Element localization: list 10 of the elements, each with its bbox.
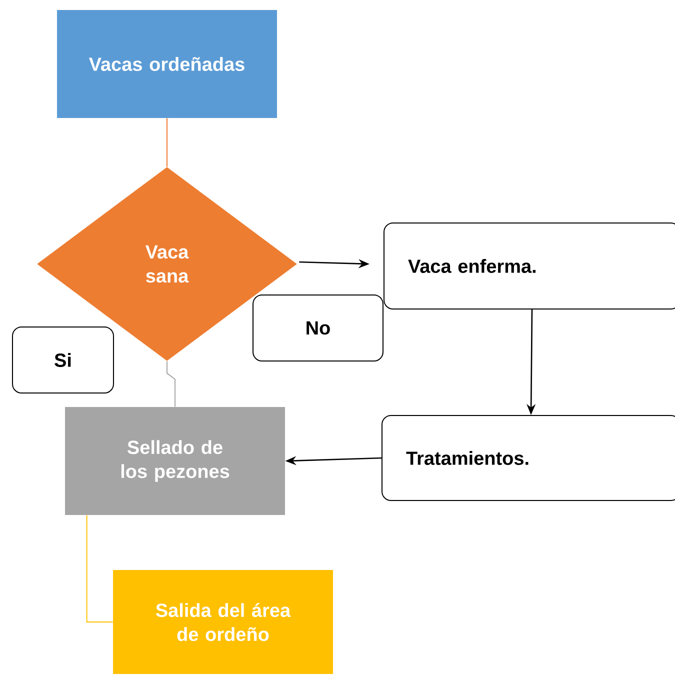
process-box: Vaca enferma. [384,222,675,310]
process-box: Sellado de los pezones [65,407,285,515]
process-box: Vacas ordeñadas [57,10,277,118]
connector-line [166,118,168,168]
process-box: Salida del área de ordeño [113,570,333,674]
connector-line [86,514,114,622]
answer-box: No [252,294,384,362]
connector-line [166,360,176,408]
answer-box: Si [12,326,114,394]
process-box: Tratamientos. [382,415,675,501]
